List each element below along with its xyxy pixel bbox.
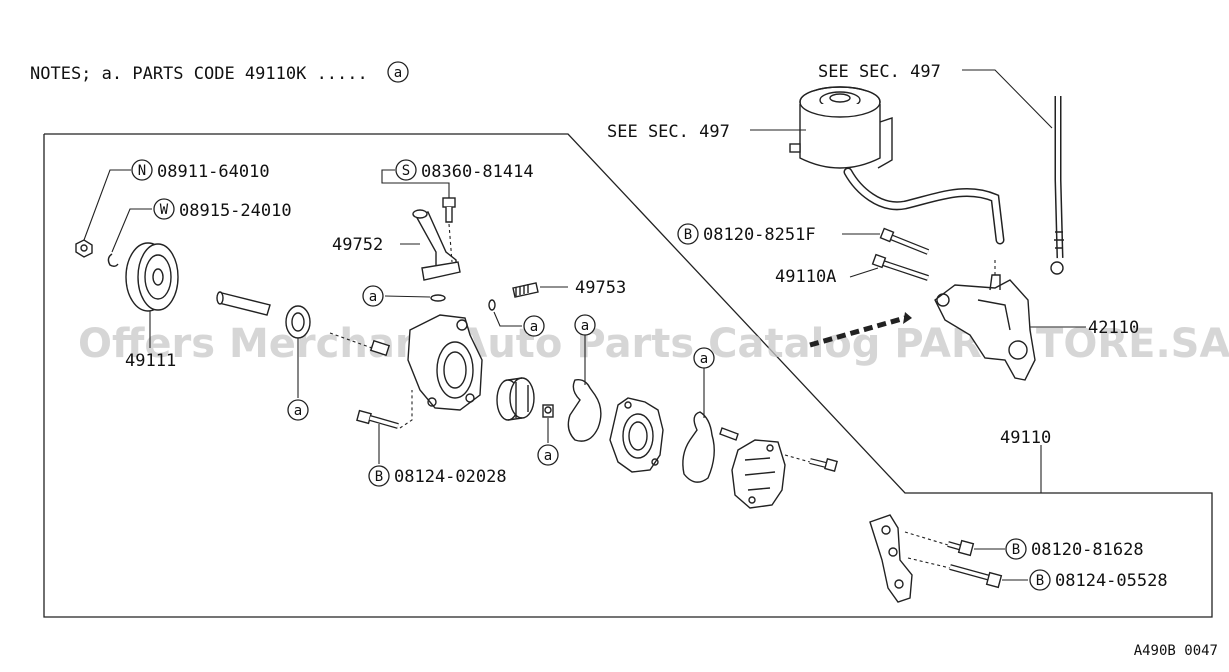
pump-assembly xyxy=(934,260,1036,381)
callout-s-08360-81414: S 08360-81414 xyxy=(395,159,534,182)
callout-b-08124-02028: B 08124-02028 xyxy=(368,465,507,487)
marker-a-valve: a xyxy=(523,315,545,337)
svg-text:B: B xyxy=(1036,573,1044,589)
valve-49753 xyxy=(512,282,539,298)
svg-text:08124-02028: 08124-02028 xyxy=(394,467,507,487)
svg-text:08911-64010: 08911-64010 xyxy=(157,162,270,182)
nut-08911-64010 xyxy=(75,239,93,258)
oil-seal xyxy=(285,305,311,339)
assembly-arrow xyxy=(809,315,906,348)
svg-text:a: a xyxy=(530,319,538,335)
rear-cover-bolt xyxy=(784,454,838,472)
rotor xyxy=(496,377,535,421)
svg-text:a: a xyxy=(369,289,377,305)
marker-a-seal: a xyxy=(287,399,309,421)
gasket-rear xyxy=(682,411,715,483)
marker-a-gasket-rear: a xyxy=(693,347,715,369)
svg-text:B: B xyxy=(375,469,383,485)
callout-b-08120-81628: B 08120-81628 xyxy=(1005,538,1144,560)
callout-b-08120-8251f: B 08120-8251F xyxy=(677,223,816,245)
bolt-08120-81628 xyxy=(904,531,975,557)
bolt-08360-81414 xyxy=(442,197,456,223)
reservoir-tank xyxy=(789,86,893,169)
marker-a-oring: a xyxy=(362,285,384,307)
svg-text:08124-05528: 08124-05528 xyxy=(1055,571,1168,591)
callout-w-08915-24010: W 08915-24010 xyxy=(153,198,292,221)
marker-a-pin: a xyxy=(537,444,559,466)
bolt-08124-02028 xyxy=(356,409,399,429)
pulley-49111 xyxy=(125,242,179,312)
bolt-49110a xyxy=(871,253,929,281)
svg-text:W: W xyxy=(160,202,169,218)
svg-text:08915-24010: 08915-24010 xyxy=(179,201,292,221)
pump-shaft xyxy=(216,291,271,316)
marker-a-gasket-front: a xyxy=(574,314,596,336)
front-housing xyxy=(407,314,483,411)
notes-code-marker: a xyxy=(387,61,409,83)
svg-text:08360-81414: 08360-81414 xyxy=(421,162,534,182)
part-49111-label: 49111 xyxy=(125,351,176,371)
connector-49752 xyxy=(412,209,461,281)
mounting-bracket xyxy=(869,514,913,603)
svg-text:08120-8251F: 08120-8251F xyxy=(703,225,816,245)
svg-text:08120-81628: 08120-81628 xyxy=(1031,540,1144,560)
part-49110-label: 49110 xyxy=(1000,428,1051,448)
svg-text:a: a xyxy=(294,403,302,419)
svg-text:B: B xyxy=(1012,542,1020,558)
part-49752-label: 49752 xyxy=(332,235,383,255)
bolt-08120-8251f xyxy=(879,227,930,255)
watermark-text: Offers Merchant Auto Parts Catalog PARTS… xyxy=(78,321,1229,367)
see-sec-top-label: SEE SEC. 497 xyxy=(818,62,941,82)
return-hose xyxy=(843,167,1005,245)
rear-cover xyxy=(731,439,786,509)
o-ring-connector xyxy=(430,294,446,302)
callout-n-08911-64010: N 08911-64010 xyxy=(131,159,270,182)
notes-text: NOTES; a. PARTS CODE 49110K ..... xyxy=(30,64,368,84)
svg-text:a: a xyxy=(394,65,402,81)
gasket-front xyxy=(567,378,602,442)
part-49110a-label: 49110A xyxy=(775,267,836,287)
part-42110-label: 42110 xyxy=(1088,318,1139,338)
part-49753-label: 49753 xyxy=(575,278,626,298)
exploded-view-frame xyxy=(43,133,1213,618)
svg-text:S: S xyxy=(402,163,410,179)
cam-ring xyxy=(609,397,664,473)
washer-08915-24010 xyxy=(107,253,119,267)
svg-text:a: a xyxy=(581,318,589,334)
callout-b-08124-05528: B 08124-05528 xyxy=(1029,569,1168,591)
svg-text:a: a xyxy=(700,351,708,367)
svg-text:a: a xyxy=(544,448,552,464)
svg-text:N: N xyxy=(138,163,146,179)
svg-text:B: B xyxy=(684,227,692,243)
see-sec-left-label: SEE SEC. 497 xyxy=(607,122,730,142)
bolt-08124-05528 xyxy=(907,557,1003,589)
dowel-pin xyxy=(542,404,554,418)
figure-code: A490B 0047 xyxy=(1134,643,1218,659)
